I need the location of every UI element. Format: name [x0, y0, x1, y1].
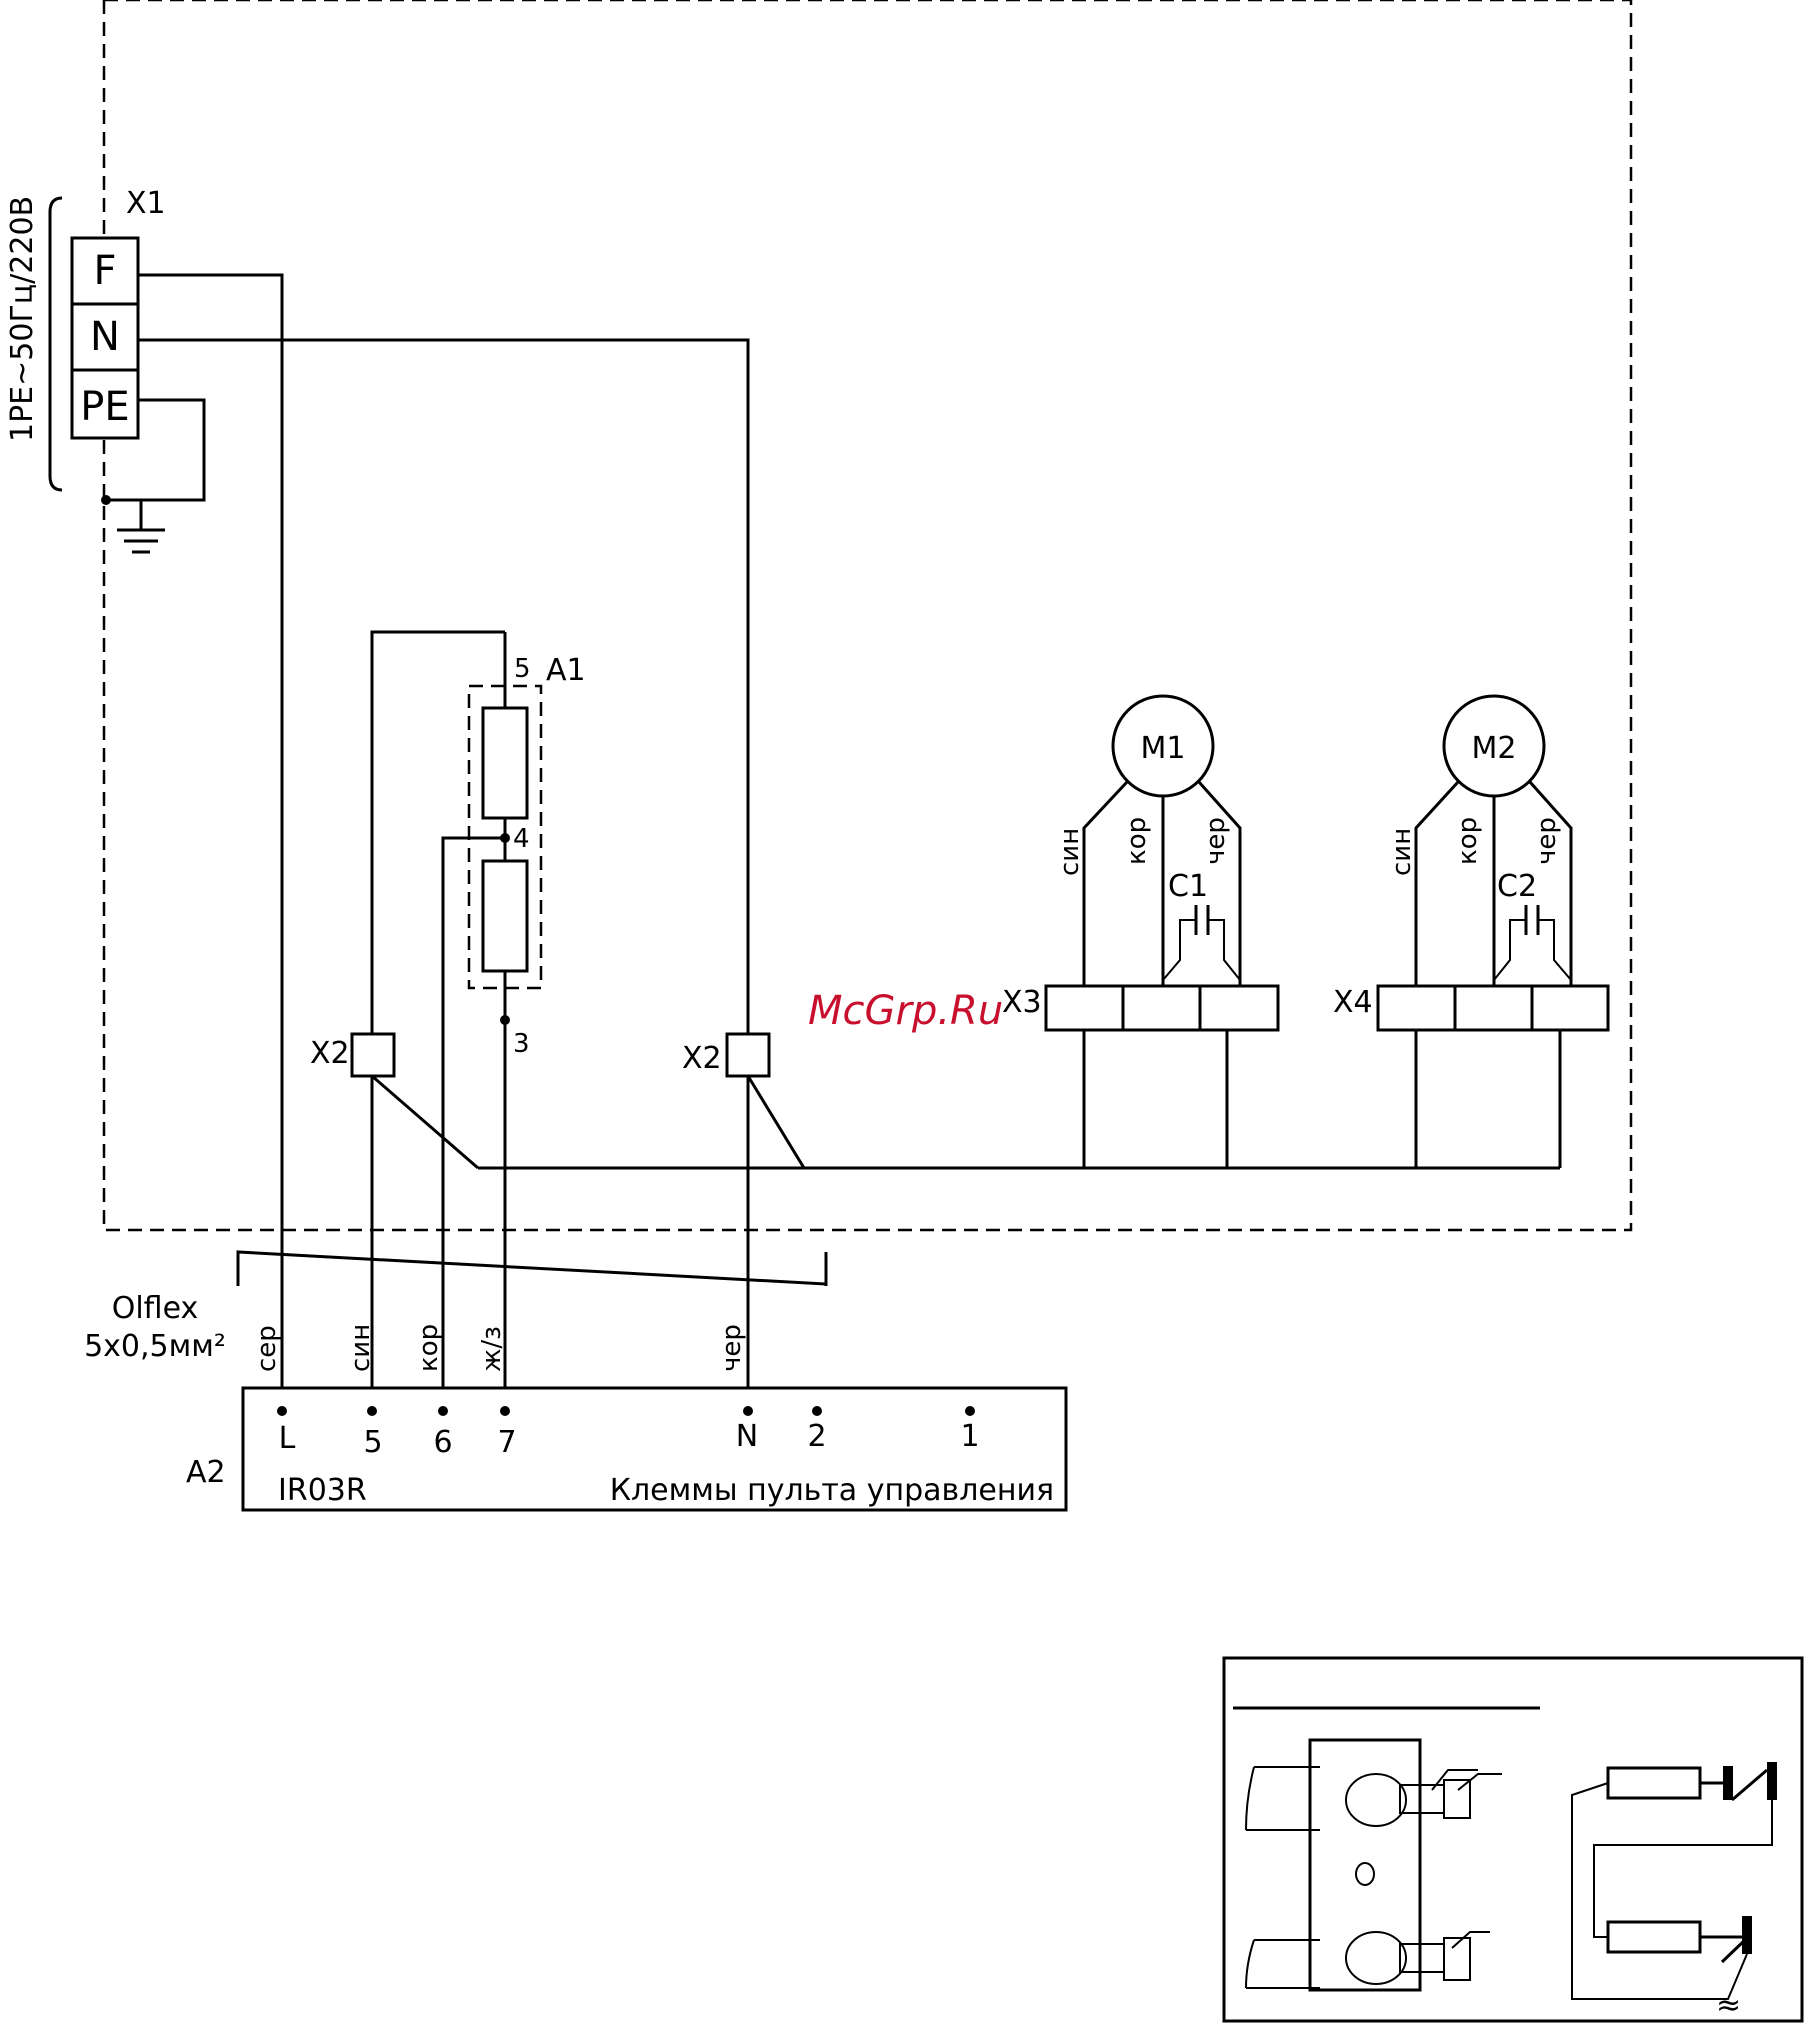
a2-label: A2	[186, 1455, 226, 1490]
panel-model: IR03R	[278, 1473, 367, 1508]
inset-detail: ≈	[1224, 1658, 1802, 2023]
a1-pin-5: 5	[514, 654, 531, 684]
inset-corner-symbol: ≈	[1716, 1988, 1741, 2023]
x2-right-label: X2	[682, 1041, 722, 1076]
wire-phase	[138, 275, 282, 1410]
heater-element-upper	[483, 708, 527, 818]
panel-terminal-1: 1	[960, 1419, 979, 1454]
x3-label: X3	[1002, 985, 1042, 1020]
c2-label: C2	[1497, 869, 1537, 904]
c1-label: C1	[1168, 869, 1208, 904]
motor-m1: M1 син кор чер C1 X3	[1002, 696, 1278, 1168]
m1-wire-black: чер	[1201, 817, 1231, 865]
a1-pin-3: 3	[513, 1029, 530, 1059]
motor-m2: M2 син кор чер C2 X4	[1333, 696, 1608, 1168]
panel-terminal-n: N	[736, 1419, 758, 1454]
m1-label: M1	[1141, 731, 1186, 766]
panel-terminal-2: 2	[807, 1419, 826, 1454]
panel-title: Клеммы пульта управления	[610, 1473, 1054, 1508]
m1-wire-brown: кор	[1122, 817, 1152, 865]
junction-x2-left: X2	[310, 1034, 478, 1410]
panel-terminal-l: L	[279, 1421, 296, 1456]
cable-olflex: Olflex 5х0,5мм² сер син кор ж/з чер	[84, 1252, 826, 1372]
terminal-f: F	[93, 248, 116, 294]
cable-wire-yellowgreen: ж/з	[477, 1326, 507, 1372]
wire-heater-top	[372, 632, 505, 1036]
m2-label: M2	[1472, 731, 1517, 766]
panel-terminal-6: 6	[433, 1425, 452, 1460]
power-connector-x1: X1 F N PE 1PE~50Гц/220В	[5, 186, 204, 552]
a1-pin-4: 4	[513, 824, 530, 854]
panel-terminal-5: 5	[363, 1425, 382, 1460]
m2-wire-brown: кор	[1453, 817, 1483, 865]
a1-label: A1	[546, 653, 586, 688]
heater-a1: A1 5 4 3	[443, 632, 586, 1410]
x4-label: X4	[1333, 985, 1373, 1020]
supply-label: 1PE~50Гц/220В	[5, 196, 40, 442]
junction-x2-right: X2	[682, 1034, 804, 1168]
cable-name: Olflex	[112, 1291, 199, 1326]
heater-element-lower	[483, 861, 527, 971]
m2-wire-black: чер	[1532, 817, 1562, 865]
terminal-pe: PE	[80, 384, 129, 430]
m2-wire-blue: син	[1387, 828, 1417, 876]
watermark: McGrp.Ru	[808, 988, 1003, 1034]
terminal-n: N	[90, 314, 120, 360]
cable-wire-grey: сер	[252, 1325, 282, 1372]
capacitor-c1	[1163, 905, 1240, 980]
terminal-block-x4: X4	[1333, 985, 1608, 1030]
cable-wire-brown: кор	[414, 1324, 444, 1372]
x2-left-label: X2	[310, 1036, 350, 1071]
cable-wire-blue: син	[346, 1324, 376, 1372]
cable-wire-black: чер	[717, 1324, 747, 1372]
ground-icon	[117, 530, 165, 552]
m1-wire-blue: син	[1055, 828, 1085, 876]
cable-spec: 5х0,5мм²	[84, 1329, 226, 1364]
x1-label: X1	[126, 186, 166, 221]
capacitor-c2	[1494, 905, 1571, 980]
panel-terminal-7: 7	[497, 1425, 516, 1460]
control-panel-a2: A2 IR03R Клеммы пульта управления L 5 6 …	[186, 1388, 1066, 1510]
terminal-block-x3: X3	[1002, 985, 1278, 1030]
